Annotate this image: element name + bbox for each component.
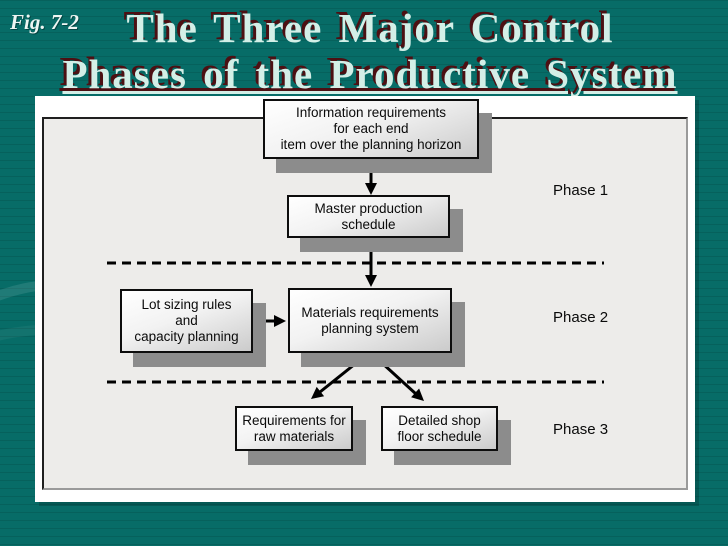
flow-box-text: Requirements for <box>242 412 346 428</box>
slide-title-line2: Phases of the Productive System <box>62 51 678 97</box>
flow-box-lot-sizing: Lot sizing rules and capacity planning <box>120 289 253 353</box>
flow-box-mrp-system: Materials requirements planning system <box>288 288 452 353</box>
flow-box-master-production-schedule: Master production schedule <box>287 195 450 238</box>
phase-2-label: Phase 2 <box>553 309 609 326</box>
flow-box-information-requirements: Information requirements for each end it… <box>263 99 479 159</box>
phase-3-label: Phase 3 <box>553 421 609 438</box>
slide-title: The Three Major Control Phases of the Pr… <box>30 5 710 97</box>
flow-box-raw-materials: Requirements for raw materials <box>235 406 353 451</box>
flow-box-text: raw materials <box>253 428 335 444</box>
flow-box-text: Detailed shop <box>398 412 481 428</box>
flow-box-text: Materials requirements <box>301 304 439 320</box>
flow-box-text: capacity planning <box>134 329 239 344</box>
flow-box-shop-floor-schedule: Detailed shop floor schedule <box>381 406 498 451</box>
flow-box-text: item over the planning horizon <box>280 137 462 152</box>
flow-box-text: for each end <box>333 121 409 136</box>
figure-number-label: Fig. 7-2 <box>10 10 79 34</box>
flow-box-text: schedule <box>341 216 396 232</box>
phase-1-label: Phase 1 <box>553 182 609 199</box>
slide-title-line1: The Three Major Control <box>126 5 614 51</box>
flow-box-text: Lot sizing rules <box>141 297 232 312</box>
flow-box-text: floor schedule <box>397 428 482 444</box>
flow-box-text: Information requirements <box>295 105 447 120</box>
flow-box-text: and <box>175 313 198 328</box>
flow-box-text: Master production <box>314 200 423 216</box>
flow-box-text: planning system <box>321 320 419 336</box>
